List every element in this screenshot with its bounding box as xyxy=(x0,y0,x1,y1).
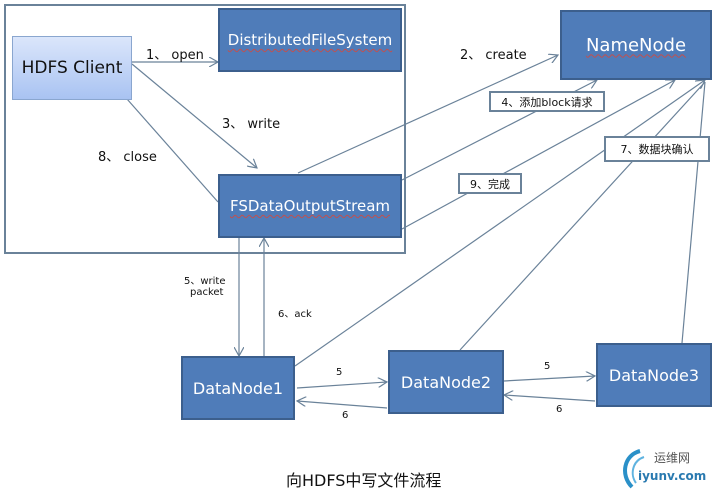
label-dn3-dn2: 6 xyxy=(556,404,563,415)
node-datanode1: DataNode1 xyxy=(181,356,295,420)
label-add-block: 4、添加block请求 xyxy=(489,91,605,112)
diagram-caption: 向HDFS中写文件流程 xyxy=(286,471,442,490)
edge-create xyxy=(297,55,558,174)
label-create: 2、 create xyxy=(460,48,527,63)
node-label: DataNode3 xyxy=(608,365,700,385)
node-label: DataNode1 xyxy=(192,378,284,398)
node-label: FSDataOutputStream xyxy=(229,197,391,215)
watermark-logo: 运维网 iyunv.com xyxy=(618,447,714,491)
client-jvm-frame xyxy=(4,4,406,254)
node-datanode3: DataNode3 xyxy=(596,343,712,407)
edge-confirm-dn2 xyxy=(459,81,706,351)
node-hdfs-client: HDFS Client xyxy=(12,36,132,100)
edge-dn2-dn3 xyxy=(503,376,595,382)
node-namenode: NameNode xyxy=(560,10,712,80)
node-label: DistributedFileSystem xyxy=(227,31,393,49)
edge-complete xyxy=(401,80,675,230)
label-dn2-dn1: 6 xyxy=(342,410,349,421)
label-dn2-dn3: 5 xyxy=(544,361,551,372)
node-datanode2: DataNode2 xyxy=(388,350,504,414)
logo-text-en: iyunv.com xyxy=(638,469,707,483)
label-write-packet-2: packet xyxy=(190,287,224,298)
label-write-packet-1: 5、write xyxy=(184,276,226,287)
edge-write xyxy=(131,63,257,168)
logo-text-cn: 运维网 xyxy=(654,451,691,465)
node-label: HDFS Client xyxy=(21,58,123,78)
edge-dn3-dn2 xyxy=(504,395,596,402)
label-close: 8、 close xyxy=(98,150,157,165)
edge-dn2-dn1 xyxy=(297,401,388,409)
label-confirm: 7、数据块确认 xyxy=(604,136,710,162)
edge-close xyxy=(126,98,219,203)
edge-confirm-dn3 xyxy=(681,81,706,344)
label-open: 1、 open xyxy=(146,48,204,63)
label-write: 3、 write xyxy=(222,117,281,132)
label-ack: 6、ack xyxy=(278,309,312,320)
node-fsdataoutputstream: FSDataOutputStream xyxy=(218,174,402,238)
node-distributed-file-system: DistributedFileSystem xyxy=(218,8,402,72)
label-dn1-dn2: 5 xyxy=(336,367,343,378)
logo-swoosh-icon xyxy=(623,449,645,489)
node-label: DataNode2 xyxy=(400,372,492,392)
label-complete: 9、完成 xyxy=(458,173,522,194)
edge-dn1-dn2 xyxy=(296,382,387,389)
edge-confirm-dn1 xyxy=(294,80,705,367)
node-label: NameNode xyxy=(585,34,687,56)
